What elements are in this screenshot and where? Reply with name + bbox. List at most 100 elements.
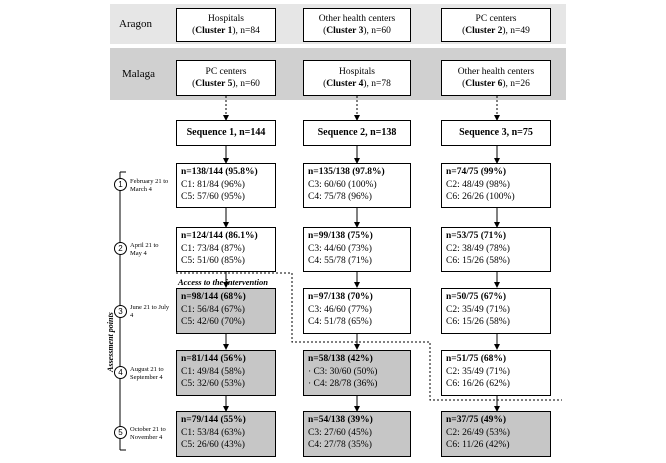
box-cluster-a: C3: 46/60 (77%) — [308, 304, 372, 315]
cluster-n: , n=84 — [235, 26, 260, 36]
cluster-title: Other health centers — [318, 13, 396, 24]
assessment-point-5-date: October 21 to November 4 — [130, 426, 166, 441]
cluster-box-aragon-3: Other health centers (Cluster 3), n=60 — [303, 8, 411, 42]
box-total: n=58/138 (42%) — [308, 354, 373, 364]
data-box-r1-s3: n=74/75 (99%) C2: 48/49 (98%) C6: 26/26 … — [441, 163, 551, 208]
box-cluster-a: C2: 35/49 (71%) — [446, 366, 510, 377]
data-box-r5-s1: n=79/144 (55%) C1: 53/84 (63%) C5: 26/60… — [176, 411, 276, 457]
assessment-point-1-marker: 1 — [114, 178, 127, 191]
cluster-id: Cluster 3 — [326, 26, 364, 36]
cluster-title: Hospitals — [208, 13, 244, 24]
box-cluster-b: C5: 42/60 (70%) — [181, 317, 245, 327]
cluster-box-malaga-6: Other health centers (Cluster 6), n=26 — [441, 60, 551, 96]
box-total: n=74/75 (99%) — [446, 167, 507, 177]
cluster-n: , n=60 — [366, 26, 391, 36]
assessment-axis-label: Assessment points — [106, 312, 115, 372]
cluster-id: Cluster 5 — [195, 79, 233, 89]
data-box-r5-s3: n=37/75 (49%) C2: 26/49 (53%) C6: 11/26 … — [441, 411, 551, 457]
box-cluster-b: C6: 15/26 (58%) — [446, 256, 510, 266]
box-cluster-b: C4: 75/78 (96%) — [308, 192, 372, 202]
box-cluster-a: C3: 27/60 (45%) — [308, 427, 372, 438]
region-label-aragon: Aragon — [119, 18, 152, 30]
cluster-box-malaga-4: Hospitals (Cluster 4), n=78 — [303, 60, 411, 96]
box-cluster-b: C4: 51/78 (65%) — [308, 317, 372, 327]
box-cluster-a: C1: 53/84 (63%) — [181, 427, 245, 438]
cluster-box-malaga-5: PC centers (Cluster 5), n=60 — [176, 60, 276, 96]
cluster-detail: (Cluster 5), n=60 — [192, 79, 260, 89]
cluster-title: PC centers — [475, 13, 517, 24]
data-box-r1-s1: n=138/144 (95.8%) C1: 81/84 (96%) C5: 57… — [176, 163, 276, 208]
assessment-point-1-date: February 21 to March 4 — [130, 178, 169, 193]
box-cluster-a: C1: 49/84 (58%) — [181, 366, 245, 377]
data-box-r4-s1: n=81/144 (56%) C1: 49/84 (58%) C5: 32/60… — [176, 350, 276, 396]
cluster-title: Other health centers — [457, 66, 535, 77]
box-cluster-a: C1: 81/84 (96%) — [181, 179, 245, 190]
cluster-detail: (Cluster 4), n=78 — [323, 79, 391, 89]
cluster-id: Cluster 4 — [326, 79, 364, 89]
data-box-r3-s1: n=98/144 (68%) C1: 56/84 (67%) C5: 42/60… — [176, 288, 276, 334]
assessment-point-5-marker: 5 — [114, 426, 127, 439]
assessment-point-4-marker: 4 — [114, 366, 127, 379]
sequence-3-box: Sequence 3, n=75 — [441, 120, 551, 146]
box-cluster-b: C6: 16/26 (62%) — [446, 379, 510, 389]
box-cluster-b: C6: 15/26 (58%) — [446, 317, 510, 327]
box-total: n=135/138 (97.8%) — [308, 167, 385, 177]
cluster-box-aragon-1: Hospitals (Cluster 1), n=84 — [176, 8, 276, 42]
data-box-r4-s2: n=58/138 (42%) · C3: 30/60 (50%) · C4: 2… — [303, 350, 411, 396]
box-total: n=51/75 (68%) — [446, 354, 507, 364]
box-total: n=138/144 (95.8%) — [181, 167, 258, 177]
box-total: n=124/144 (86.1%) — [181, 231, 258, 241]
box-cluster-a: C3: 44/60 (73%) — [308, 243, 372, 254]
box-total: n=54/138 (39%) — [308, 415, 373, 425]
box-total: n=37/75 (49%) — [446, 415, 507, 425]
cluster-n: , n=60 — [235, 79, 260, 89]
box-total: n=79/144 (55%) — [181, 415, 246, 425]
assessment-point-2-marker: 2 — [114, 242, 127, 255]
cluster-box-aragon-2: PC centers (Cluster 2), n=49 — [441, 8, 551, 42]
cluster-n: , n=49 — [505, 26, 530, 36]
cluster-n: , n=26 — [505, 79, 530, 89]
assessment-point-3-date: June 21 to July 4 — [130, 304, 170, 319]
cluster-detail: (Cluster 1), n=84 — [192, 26, 260, 36]
box-cluster-b: C6: 11/26 (42%) — [446, 440, 510, 450]
box-total: n=97/138 (70%) — [308, 292, 373, 302]
data-box-r2-s3: n=53/75 (71%) C2: 38/49 (78%) C6: 15/26 … — [441, 227, 551, 272]
cluster-detail: (Cluster 3), n=60 — [323, 26, 391, 36]
data-box-r1-s2: n=135/138 (97.8%) C3: 60/60 (100%) C4: 7… — [303, 163, 411, 208]
assessment-point-3-marker: 3 — [114, 305, 127, 318]
box-cluster-b: C4: 55/78 (71%) — [308, 256, 372, 266]
box-cluster-b: · C4: 28/78 (36%) — [308, 379, 378, 389]
cluster-n: , n=78 — [366, 79, 391, 89]
box-cluster-a: C2: 26/49 (53%) — [446, 427, 510, 438]
data-box-r2-s2: n=99/138 (75%) C3: 44/60 (73%) C4: 55/78… — [303, 227, 411, 272]
cluster-detail: (Cluster 2), n=49 — [462, 26, 530, 36]
assessment-point-2-date: April 21 to May 4 — [130, 242, 159, 257]
box-total: n=81/144 (56%) — [181, 354, 246, 364]
box-total: n=50/75 (67%) — [446, 292, 507, 302]
box-cluster-b: C5: 32/60 (53%) — [181, 379, 245, 389]
box-cluster-a: C2: 35/49 (71%) — [446, 304, 510, 315]
box-total: n=98/144 (68%) — [181, 292, 246, 302]
box-cluster-a: C1: 73/84 (87%) — [181, 243, 245, 254]
box-cluster-a: C2: 48/49 (98%) — [446, 179, 510, 190]
assessment-point-4-date: August 21 to September 4 — [130, 366, 164, 381]
box-cluster-b: C4: 27/78 (35%) — [308, 440, 372, 450]
box-cluster-b: C5: 51/60 (85%) — [181, 256, 245, 266]
cluster-id: Cluster 6 — [465, 79, 503, 89]
box-cluster-b: C6: 26/26 (100%) — [446, 192, 515, 202]
box-total: n=53/75 (71%) — [446, 231, 507, 241]
box-cluster-b: C5: 57/60 (95%) — [181, 192, 245, 202]
cluster-detail: (Cluster 6), n=26 — [462, 79, 530, 89]
sequence-1-box: Sequence 1, n=144 — [176, 120, 276, 146]
cluster-id: Cluster 1 — [195, 26, 233, 36]
box-total: n=99/138 (75%) — [308, 231, 373, 241]
data-box-r3-s2: n=97/138 (70%) C3: 46/60 (77%) C4: 51/78… — [303, 288, 411, 334]
box-cluster-a: C2: 38/49 (78%) — [446, 243, 510, 254]
box-cluster-a: C3: 60/60 (100%) — [308, 179, 377, 190]
region-label-malaga: Malaga — [122, 68, 155, 80]
data-box-r5-s2: n=54/138 (39%) C3: 27/60 (45%) C4: 27/78… — [303, 411, 411, 457]
cluster-title: Hospitals — [339, 66, 375, 77]
data-box-r2-s1: n=124/144 (86.1%) C1: 73/84 (87%) C5: 51… — [176, 227, 276, 272]
access-label: Access to the intervention — [178, 277, 268, 287]
cluster-title: PC centers — [205, 66, 247, 77]
